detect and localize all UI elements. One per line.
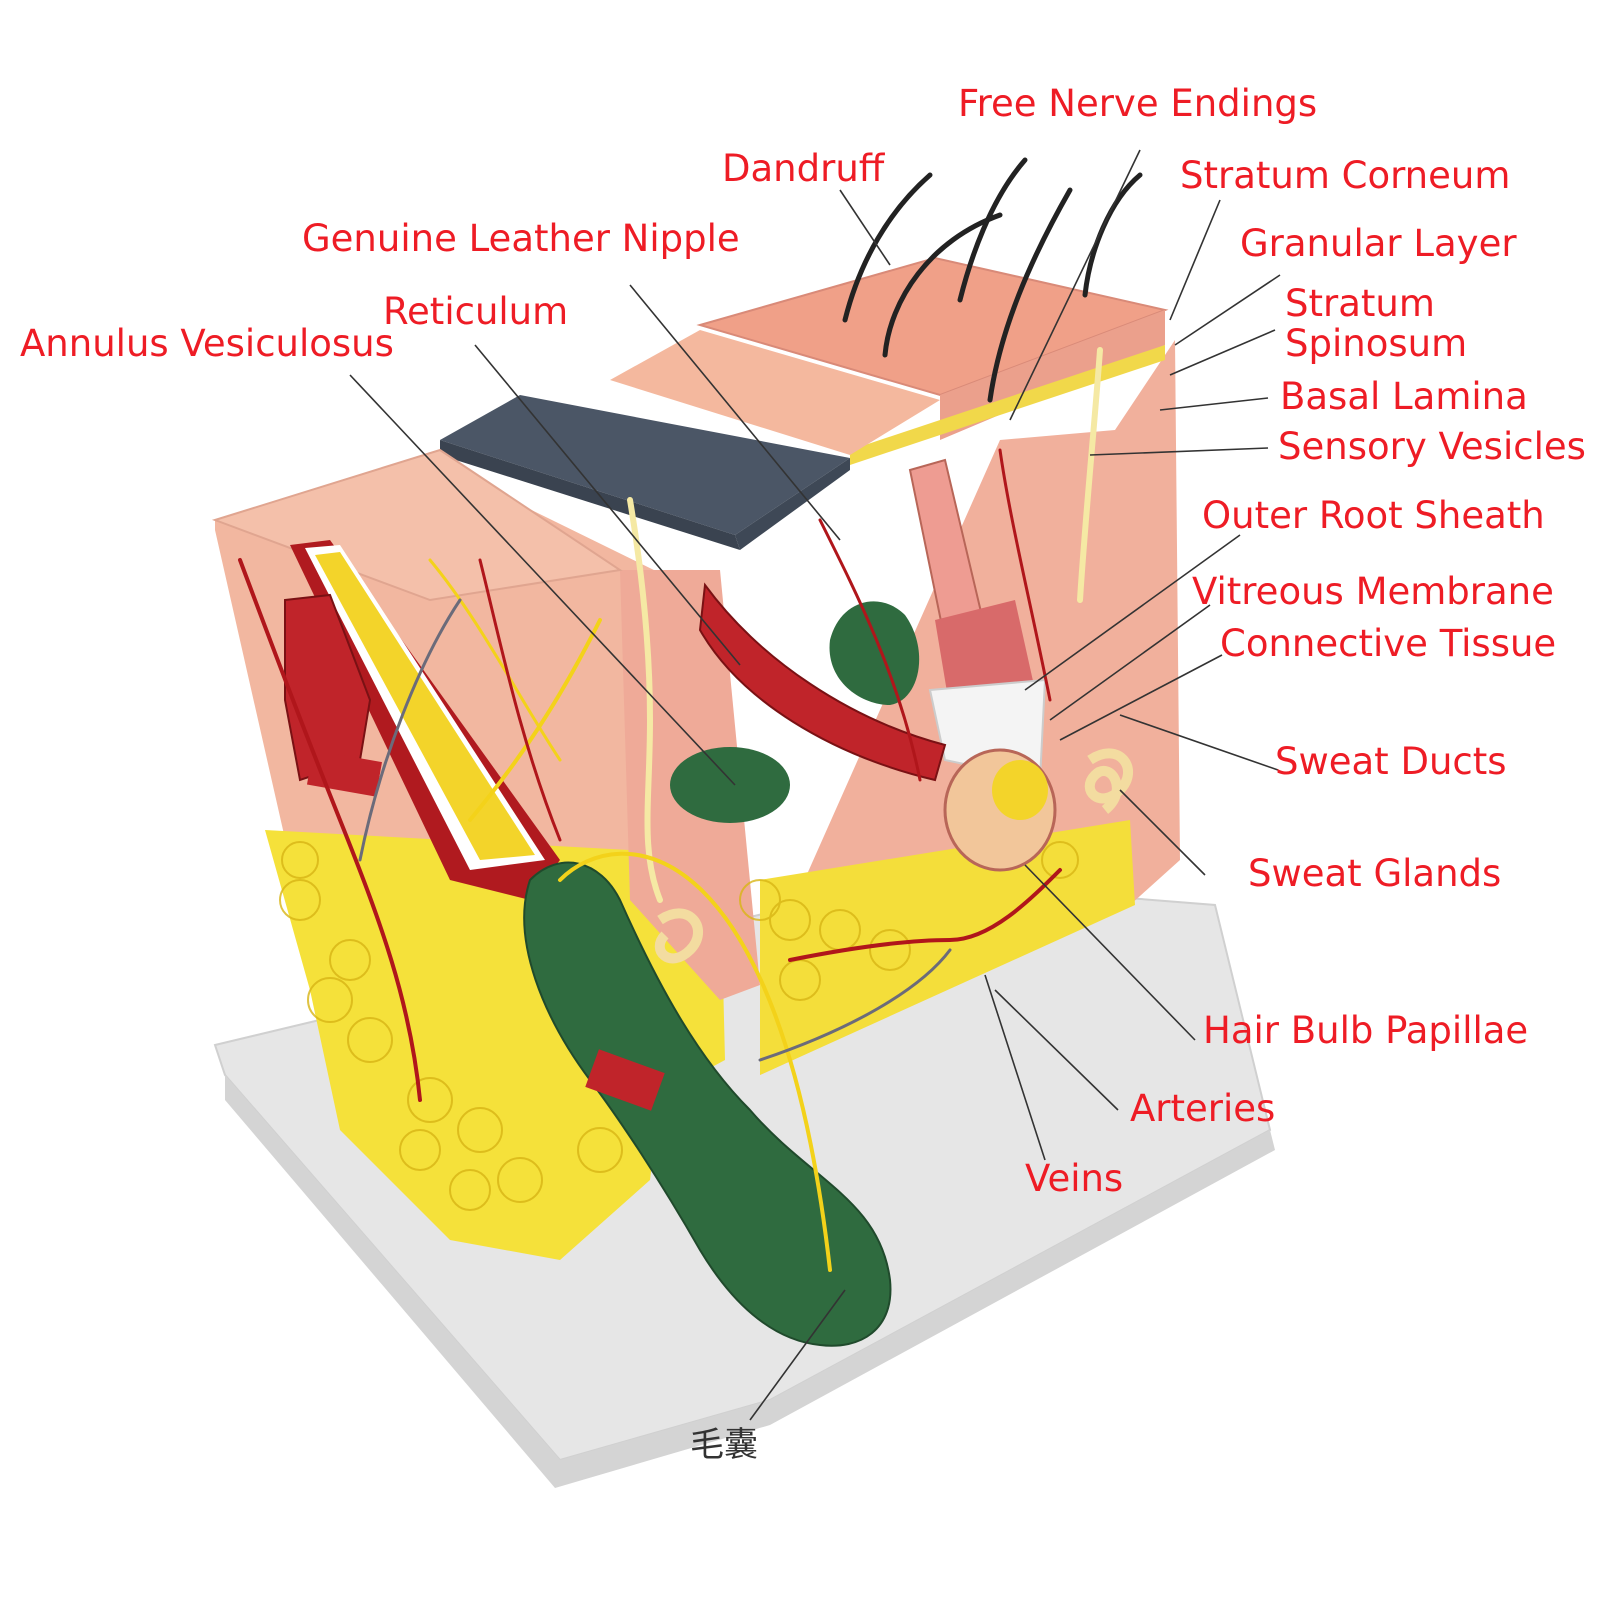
leader-reticulum [474, 344, 741, 666]
hairs [842, 157, 1143, 403]
leader-stratum-spinosum [1169, 329, 1276, 376]
label-reticulum: Reticulum [383, 290, 569, 333]
leader-sensory-vesicles [1089, 447, 1269, 456]
label-connective-tissue: Connective Tissue [1220, 622, 1557, 665]
label-granular-layer: Granular Layer [1240, 222, 1517, 265]
leader-basal-lamina [1159, 397, 1269, 411]
label-sensory-vesicles: Sensory Vesicles [1278, 425, 1586, 468]
leader-connective-tissue [1059, 654, 1223, 741]
leader-genuine-leather-nipple [629, 284, 841, 541]
arrector-muscle [698, 582, 947, 782]
label-sweat-ducts: Sweat Ducts [1275, 740, 1507, 783]
label-hair-follicle-cn: 毛囊 [690, 1425, 758, 1465]
epidermis-layers [211, 256, 1169, 602]
label-outer-root-sheath: Outer Root Sheath [1202, 494, 1545, 537]
label-stratum-corneum: Stratum Corneum [1180, 154, 1511, 197]
leader-arteries [994, 989, 1119, 1111]
green-structures [523, 601, 920, 1347]
label-dandruff: Dandruff [722, 147, 885, 190]
leader-veins [984, 974, 1046, 1161]
leader-hair-follicle [749, 1289, 846, 1421]
label-arteries: Arteries [1130, 1087, 1276, 1130]
label-annulus-vesiculosus: Annulus Vesiculosus [20, 322, 394, 365]
leader-free-nerve-endings [1009, 149, 1141, 421]
right-hair-follicle [908, 458, 1057, 872]
leader-vitreous-membrane [1049, 604, 1211, 721]
label-vitreous-membrane: Vitreous Membrane [1192, 570, 1554, 613]
label-spinosum: Spinosum [1285, 322, 1468, 365]
nerves-and-vessels [238, 347, 1103, 1272]
leader-outer-root-sheath [1024, 534, 1241, 691]
leader-sweat-ducts [1119, 714, 1279, 771]
leader-dandruff [839, 189, 891, 266]
label-hair-bulb-papillae: Hair Bulb Papillae [1203, 1009, 1529, 1052]
sweat-gland-coil [654, 748, 1134, 964]
label-free-nerve-endings: Free Nerve Endings [958, 82, 1318, 125]
leader-lines [349, 149, 1281, 1421]
left-hair-follicle [284, 540, 560, 900]
label-basal-lamina: Basal Lamina [1280, 375, 1528, 418]
label-stratum: Stratum [1285, 282, 1435, 325]
leader-stratum-corneum [1169, 199, 1221, 321]
leader-granular-layer [1174, 274, 1281, 346]
label-sweat-glands: Sweat Glands [1248, 852, 1502, 895]
leader-annulus-vesiculosus [349, 374, 736, 786]
label-genuine-leather-nipple: Genuine Leather Nipple [302, 217, 740, 260]
leader-hair-bulb-papillae [1024, 864, 1196, 1041]
leader-sweat-glands [1119, 789, 1206, 876]
label-veins: Veins [1025, 1157, 1124, 1200]
